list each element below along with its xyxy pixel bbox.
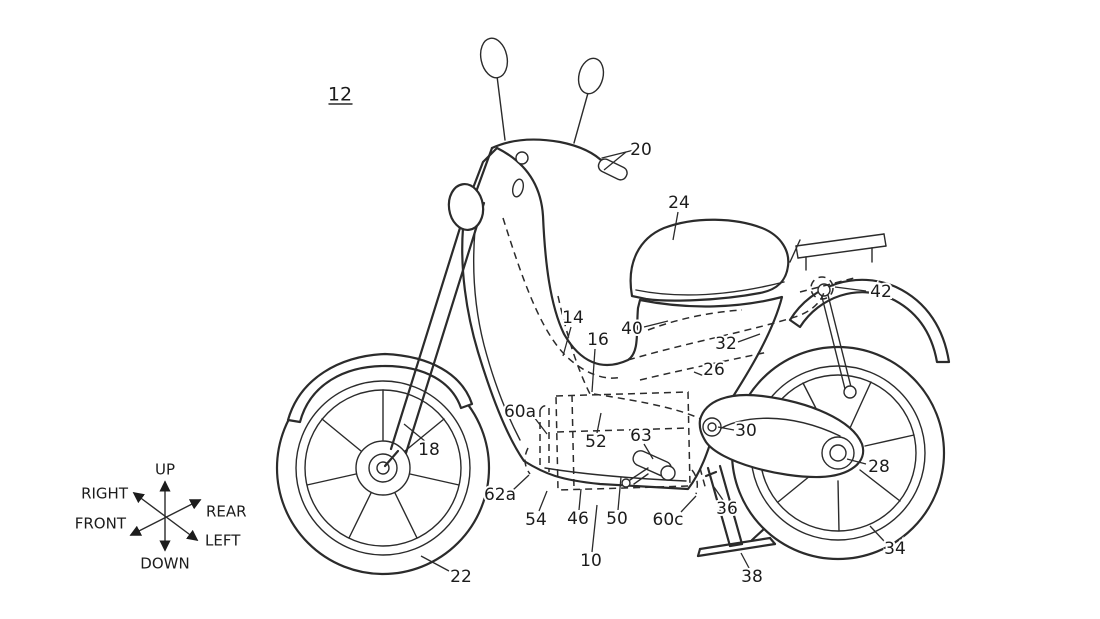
leader-20 <box>603 151 627 171</box>
part-label-60a: 60a <box>504 402 536 422</box>
part-label-60c: 60c <box>653 510 684 530</box>
part-label-30: 30 <box>735 421 757 441</box>
frame-spine-14 <box>502 217 623 379</box>
handlebar <box>479 37 635 181</box>
part-label-46: 46 <box>567 509 589 529</box>
part-label-40: 40 <box>621 319 643 339</box>
figure-number-text: 12 <box>328 84 352 106</box>
part-label-32: 32 <box>715 334 737 354</box>
part-label-14: 14 <box>562 308 584 328</box>
leader-28 <box>846 458 867 465</box>
part-label-10: 10 <box>580 551 602 571</box>
shock-mount-hidden-line <box>799 276 859 293</box>
part-label-54: 54 <box>525 510 547 530</box>
duct-60c-b <box>699 467 707 491</box>
left-mirror-stem <box>496 75 506 141</box>
duct-62a <box>524 447 531 475</box>
center-stand <box>696 464 777 558</box>
duct-16 <box>557 295 591 395</box>
part-label-22: 22 <box>450 567 472 587</box>
rear-hub <box>821 436 855 470</box>
rear-rack <box>789 233 887 271</box>
rear-shock <box>799 276 859 399</box>
leader-50 <box>617 476 622 511</box>
figure-number: 12 <box>326 82 354 108</box>
leader-36 <box>713 486 724 501</box>
shock-mount-hidden-circle <box>810 276 834 300</box>
part-label-20: 20 <box>630 140 652 160</box>
leader-24 <box>672 211 679 241</box>
leader-30 <box>717 426 735 431</box>
part-label-63: 63 <box>630 426 652 446</box>
part-label-24: 24 <box>668 193 690 213</box>
front-fender <box>286 352 474 424</box>
leader-46 <box>578 488 582 511</box>
speedometer <box>515 151 529 165</box>
part-label-42: 42 <box>870 282 892 302</box>
left-mirror <box>479 37 509 79</box>
front-wheel-spokes <box>306 389 460 539</box>
leader-10 <box>591 504 598 553</box>
brake-lever <box>601 149 635 159</box>
part-label-36: 36 <box>716 499 738 519</box>
part-label-50: 50 <box>606 509 628 529</box>
leader-26 <box>693 371 705 377</box>
part-labels: 20 24 42 14 16 40 32 26 60a 52 63 30 18 … <box>416 138 908 589</box>
frame-line-26 <box>639 351 769 381</box>
compass-label-right: RIGHT <box>81 485 129 503</box>
front-wheel <box>275 360 491 576</box>
battery-box <box>555 391 691 491</box>
leader-54 <box>538 490 548 512</box>
right-mirror-stem <box>573 92 589 144</box>
leader-32 <box>737 333 761 343</box>
duct-60c-a <box>691 469 699 495</box>
leader-60a <box>533 416 548 435</box>
compass-label-left: LEFT <box>205 532 241 550</box>
compass-label-front: FRONT <box>75 515 127 533</box>
leader-38 <box>740 552 750 569</box>
throttle-grip <box>597 158 628 181</box>
hidden-frame-lines <box>502 217 825 495</box>
leader-42 <box>834 286 867 292</box>
headlight <box>447 183 485 231</box>
footpeg <box>621 467 649 488</box>
compass-label-up: UP <box>155 461 175 479</box>
part-label-52: 52 <box>585 432 607 452</box>
motor-cylinder <box>632 450 676 481</box>
leader-62a <box>512 474 530 491</box>
part-label-38: 38 <box>741 567 763 587</box>
part-label-16: 16 <box>587 330 609 350</box>
part-label-26: 26 <box>703 360 725 380</box>
part-label-34: 34 <box>884 539 906 559</box>
leader-40 <box>643 320 669 328</box>
right-mirror <box>577 57 605 95</box>
orientation-compass: UP DOWN RIGHT FRONT REAR LEFT <box>73 459 249 575</box>
leader-14 <box>562 326 572 357</box>
leader-60c <box>680 495 697 513</box>
leader-22 <box>420 555 450 572</box>
drive-unit-cover <box>698 394 865 479</box>
compass-label-down: DOWN <box>140 555 189 573</box>
compass-label-rear: REAR <box>206 503 247 521</box>
leader-lines <box>403 151 885 572</box>
frame-line-40 <box>647 309 743 331</box>
seat <box>629 218 790 302</box>
body-cowl <box>461 146 784 491</box>
rear-fender <box>788 278 951 364</box>
leader-16 <box>591 348 596 393</box>
part-label-62a: 62a <box>484 485 516 505</box>
compass-arrow-front-rear <box>129 499 202 536</box>
leader-34 <box>869 525 885 542</box>
leader-63 <box>643 443 654 460</box>
leader-18 <box>403 423 427 443</box>
part-label-18: 18 <box>418 440 440 460</box>
leader-52 <box>596 412 602 434</box>
part-label-28: 28 <box>868 457 890 477</box>
